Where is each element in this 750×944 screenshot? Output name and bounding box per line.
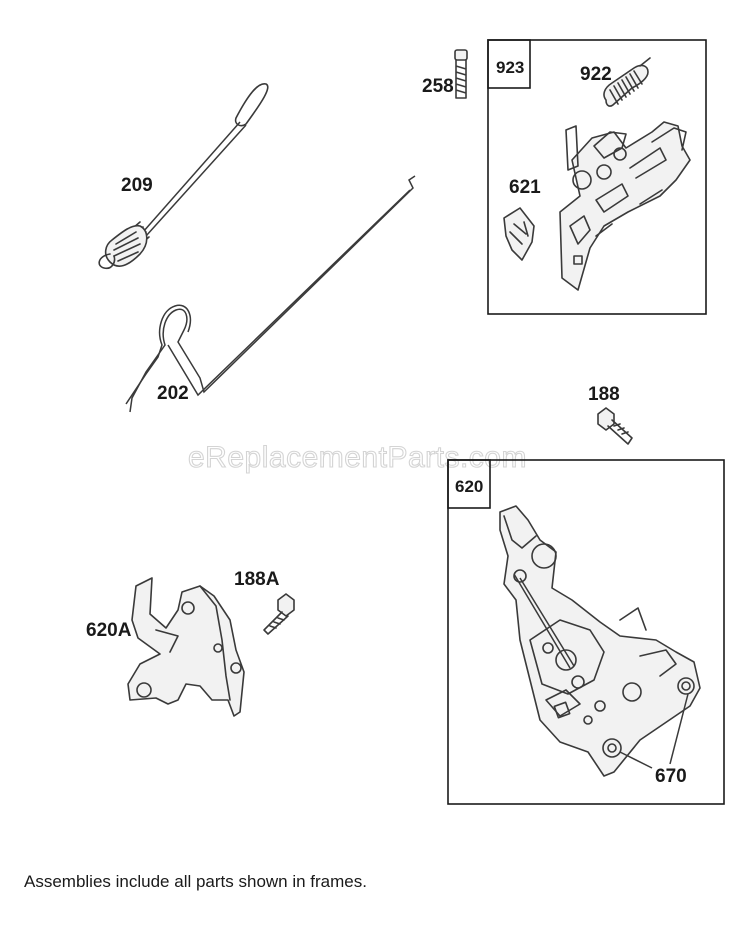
assembly-footnote: Assemblies include all parts shown in fr…: [24, 872, 367, 891]
part-620A-bracket: [127, 577, 245, 717]
part-202-link: [125, 175, 416, 413]
leader-670-a: [619, 751, 653, 769]
frame-620-tag: [447, 459, 491, 509]
label-922: 922: [580, 64, 612, 85]
frame-923: [487, 39, 707, 315]
label-202: 202: [157, 383, 189, 404]
label-258: 258: [422, 76, 454, 97]
label-923: 923: [496, 58, 524, 77]
part-621-clip: [503, 207, 535, 261]
label-620A: 620A: [86, 620, 132, 641]
label-188A: 188A: [234, 569, 280, 590]
label-620: 620: [455, 477, 483, 496]
part-923-control-assembly: [559, 121, 691, 291]
watermark-text: eReplacementParts.com: [188, 441, 527, 474]
label-621: 621: [509, 177, 541, 198]
part-188-bolt: [597, 407, 633, 445]
leader-670-b: [669, 693, 689, 765]
label-209: 209: [121, 175, 153, 196]
label-670: 670: [655, 766, 687, 787]
frame-923-tag: [487, 39, 531, 89]
part-258-screw: [454, 49, 468, 99]
part-922-spring: [603, 57, 651, 107]
part-620-control-bracket: [499, 505, 701, 777]
frame-620: [447, 459, 725, 805]
part-188A-bolt: [263, 593, 295, 635]
part-209-spring: [98, 83, 269, 270]
label-188: 188: [588, 384, 620, 405]
